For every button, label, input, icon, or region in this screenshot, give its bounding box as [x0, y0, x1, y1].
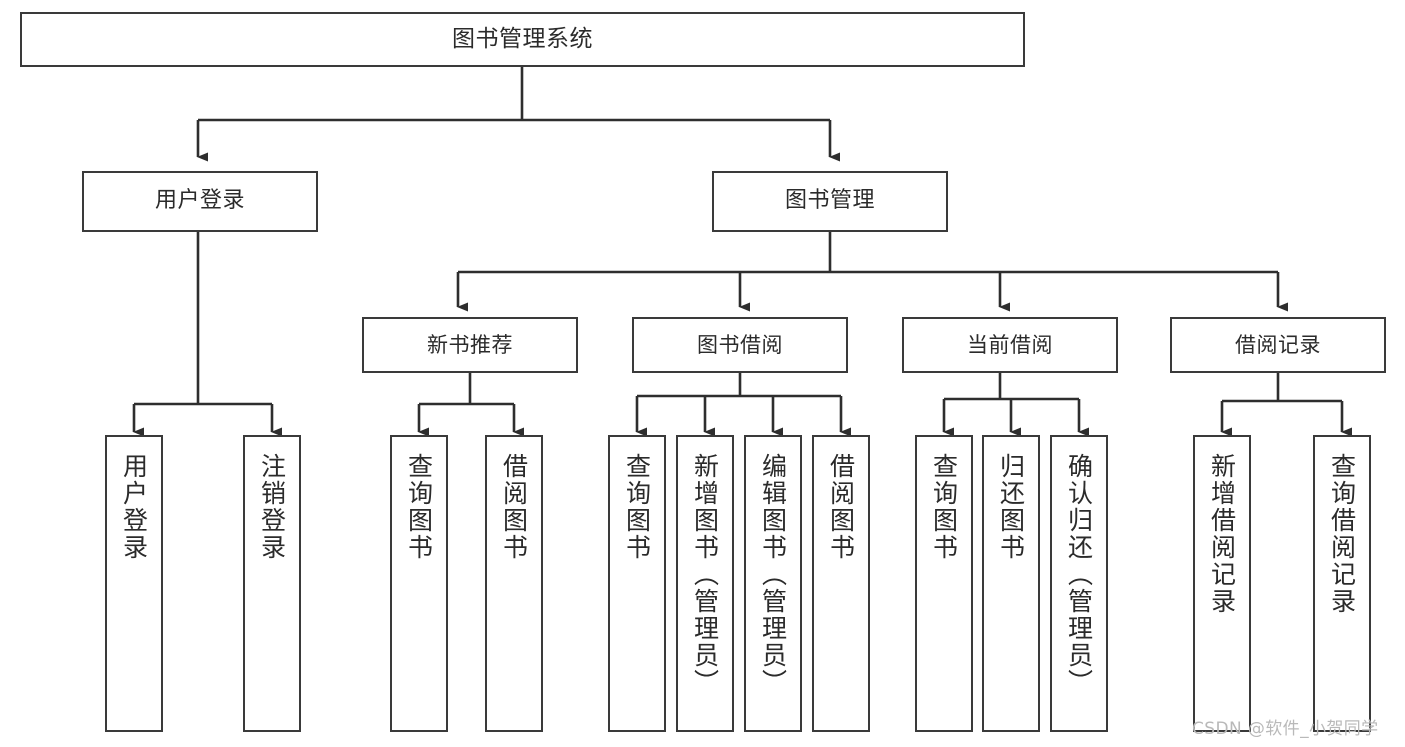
leaf-new-book-query-label: 查询图书: [404, 453, 434, 561]
leaf-book-borrow-add[interactable]: 新增图书（管理员）: [676, 435, 734, 732]
leaf-book-borrow-query-label: 查询图书: [622, 453, 652, 561]
leaf-current-borrow-confirm-return[interactable]: 确认归还（管理员）: [1050, 435, 1108, 732]
leaf-new-book-query[interactable]: 查询图书: [390, 435, 448, 732]
node-user-login[interactable]: 用户登录: [82, 171, 318, 232]
node-borrow-record[interactable]: 借阅记录: [1170, 317, 1386, 373]
node-book-borrow[interactable]: 图书借阅: [632, 317, 848, 373]
leaf-borrow-record-add[interactable]: 新增借阅记录: [1193, 435, 1251, 732]
node-new-book-recommend-label: 新书推荐: [427, 332, 513, 357]
leaf-user-login-login[interactable]: 用户登录: [105, 435, 163, 732]
leaf-book-borrow-borrow[interactable]: 借阅图书: [812, 435, 870, 732]
leaf-book-borrow-borrow-label: 借阅图书: [826, 453, 856, 561]
leaf-user-login-logout-label: 注销登录: [257, 453, 287, 561]
leaf-current-borrow-return[interactable]: 归还图书: [982, 435, 1040, 732]
node-user-login-label: 用户登录: [154, 188, 245, 214]
node-borrow-record-label: 借阅记录: [1235, 332, 1321, 357]
node-current-borrow-label: 当前借阅: [967, 332, 1053, 357]
leaf-current-borrow-query[interactable]: 查询图书: [915, 435, 973, 732]
leaf-borrow-record-query[interactable]: 查询借阅记录: [1313, 435, 1371, 732]
leaf-current-borrow-return-label: 归还图书: [996, 453, 1026, 561]
leaf-borrow-record-query-label: 查询借阅记录: [1327, 453, 1357, 615]
leaf-borrow-record-add-label: 新增借阅记录: [1207, 453, 1237, 615]
node-book-management-label: 图书管理: [784, 188, 875, 214]
leaf-new-book-borrow[interactable]: 借阅图书: [485, 435, 543, 732]
node-current-borrow[interactable]: 当前借阅: [902, 317, 1118, 373]
node-book-management[interactable]: 图书管理: [712, 171, 948, 232]
leaf-user-login-login-label: 用户登录: [119, 453, 149, 561]
leaf-user-login-logout[interactable]: 注销登录: [243, 435, 301, 732]
leaf-book-borrow-edit[interactable]: 编辑图书（管理员）: [744, 435, 802, 732]
leaf-new-book-borrow-label: 借阅图书: [499, 453, 529, 561]
node-root-book-management-system[interactable]: 图书管理系统: [20, 12, 1025, 67]
node-new-book-recommend[interactable]: 新书推荐: [362, 317, 578, 373]
leaf-book-borrow-add-label: 新增图书（管理员）: [690, 453, 720, 696]
leaf-current-borrow-confirm-return-label: 确认归还（管理员）: [1064, 453, 1094, 696]
node-book-borrow-label: 图书借阅: [697, 332, 783, 357]
leaf-book-borrow-query[interactable]: 查询图书: [608, 435, 666, 732]
watermark: CSDN @软件_小贺同学: [1192, 719, 1379, 739]
node-root-label: 图书管理系统: [452, 25, 593, 52]
leaf-current-borrow-query-label: 查询图书: [929, 453, 959, 561]
leaf-book-borrow-edit-label: 编辑图书（管理员）: [758, 453, 788, 696]
